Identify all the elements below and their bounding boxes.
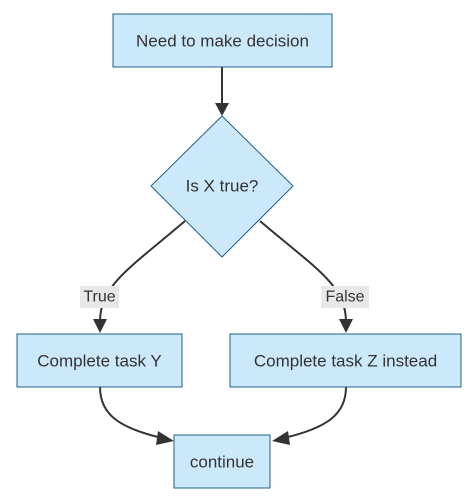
edge-decision-to-task-z xyxy=(259,220,347,323)
node-complete-task-y: Complete task Y xyxy=(16,333,183,388)
arrowhead-decision-to-task-z xyxy=(339,319,353,333)
node-is-x-true-diamond xyxy=(150,115,294,258)
edge-label-false-background xyxy=(321,286,369,308)
node-complete-task-z-label: Complete task Z instead xyxy=(254,352,437,371)
node-continue-label: continue xyxy=(190,453,254,472)
node-complete-task-y-box xyxy=(16,333,183,388)
node-continue: continue xyxy=(173,434,271,489)
edge-label-false-text: False xyxy=(325,289,364,306)
edges xyxy=(93,67,353,445)
edge-label-true-text: True xyxy=(83,289,115,306)
arrowhead-task-z-to-end xyxy=(272,431,290,445)
edge-task-y-to-end xyxy=(99,386,163,439)
node-complete-task-z: Complete task Z instead xyxy=(229,333,462,388)
edge-label-false: False xyxy=(321,286,369,308)
node-is-x-true: Is X true? xyxy=(150,115,294,258)
node-need-to-make-decision: Need to make decision xyxy=(112,13,333,68)
arrowhead-decision-to-task-y xyxy=(93,319,107,333)
node-complete-task-y-label: Complete task Y xyxy=(37,352,161,371)
node-complete-task-z-box xyxy=(229,333,462,388)
node-is-x-true-label: Is X true? xyxy=(186,177,259,196)
node-need-to-make-decision-box xyxy=(112,13,333,68)
edge-task-z-to-end xyxy=(283,386,347,439)
arrowhead-task-y-to-end xyxy=(156,431,174,445)
edge-label-true-background xyxy=(80,286,119,308)
arrowhead-start-to-decision xyxy=(215,103,229,116)
node-continue-box xyxy=(173,434,271,489)
edge-label-true: True xyxy=(80,286,119,308)
node-need-to-make-decision-label: Need to make decision xyxy=(136,32,309,51)
edge-decision-to-task-y xyxy=(99,220,186,323)
